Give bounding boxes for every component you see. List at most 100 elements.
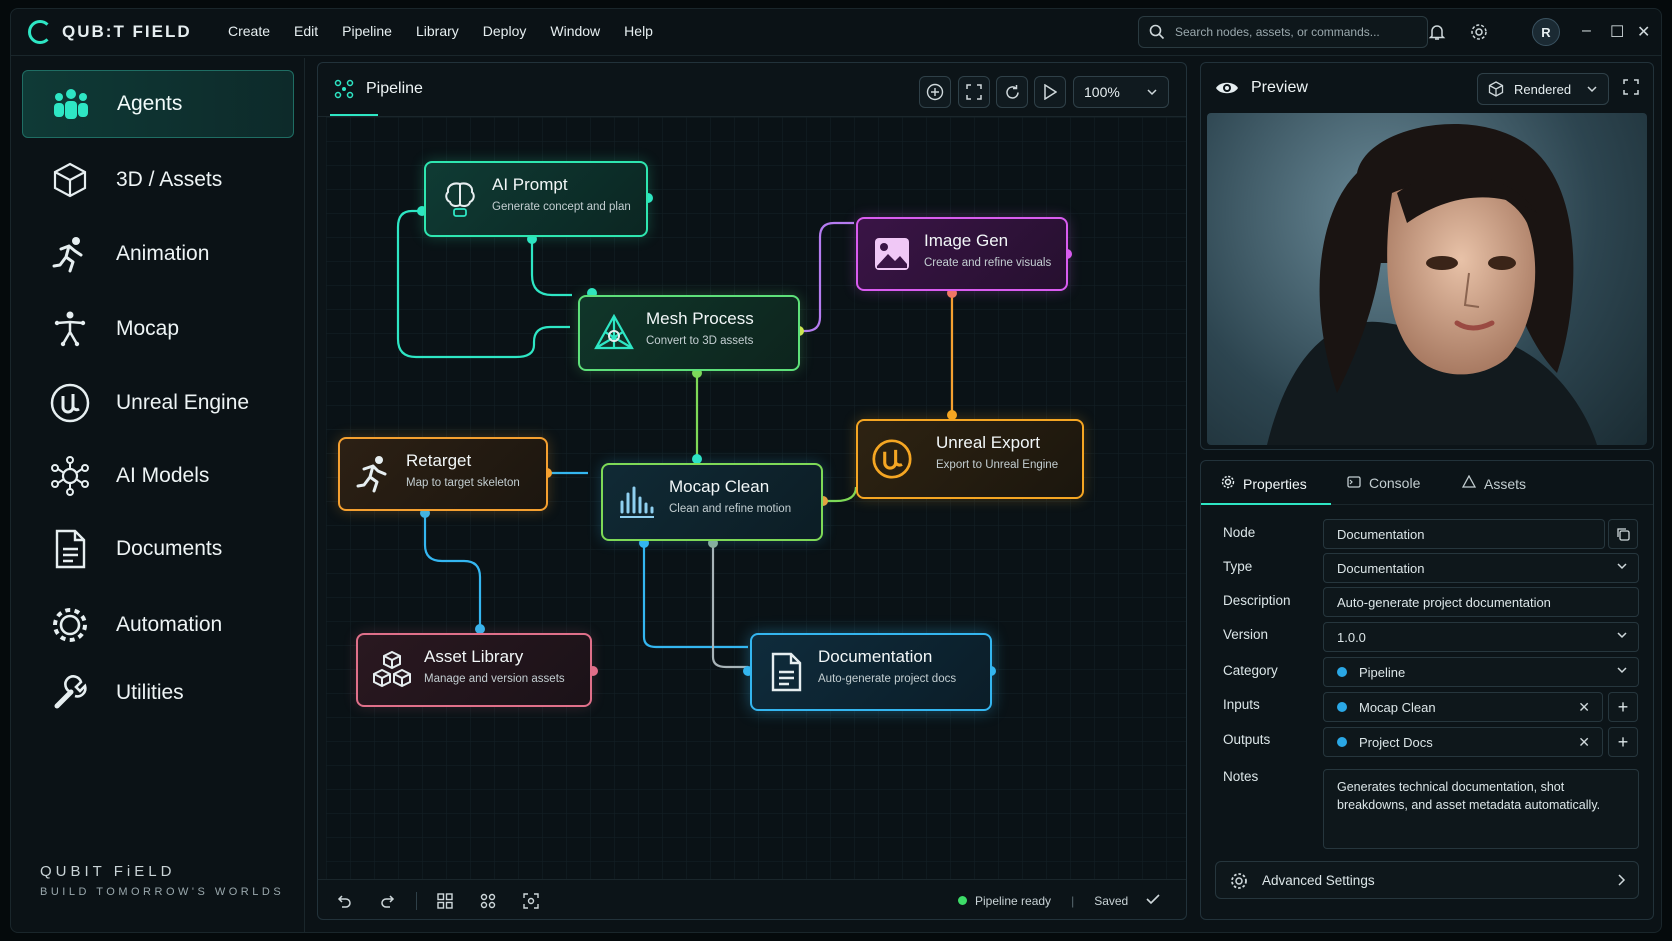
description-value: Auto-generate project documentation [1337, 594, 1551, 610]
stacked-cubes-icon [372, 650, 412, 690]
node-subtitle: Map to target skeleton [406, 477, 520, 489]
tab-assets[interactable]: Assets [1461, 474, 1526, 492]
pipeline-canvas[interactable]: AI Prompt Generate concept and plan Mesh… [326, 117, 1186, 879]
sidebar-item-label: AI Models [116, 464, 210, 487]
maximize-icon[interactable]: ☐ [1610, 24, 1625, 41]
node-title: Retarget [406, 451, 472, 470]
menu-library[interactable]: Library [415, 23, 459, 39]
pipeline-panel: Pipeline 100% [317, 62, 1187, 920]
sidebar-item-animation[interactable]: Animation [22, 220, 294, 288]
cube-icon [1488, 81, 1504, 100]
node-image-gen[interactable]: Image Gen Create and refine visuals [856, 217, 1068, 291]
add-node-button[interactable] [919, 76, 951, 108]
agents-icon [51, 84, 91, 124]
type-label: Type [1223, 559, 1253, 574]
sidebar-item-3d-assets[interactable]: 3D / Assets [22, 146, 294, 214]
sidebar-item-automation[interactable]: Automation [22, 591, 294, 659]
version-select[interactable]: 1.0.0 [1323, 622, 1639, 652]
copy-button[interactable] [1608, 519, 1638, 549]
node-subtitle: Convert to 3D assets [646, 335, 754, 347]
add-output-button[interactable]: + [1608, 727, 1638, 757]
menu-deploy[interactable]: Deploy [482, 23, 527, 39]
auto-arrange-icon[interactable] [478, 891, 498, 911]
sidebar-item-label: Utilities [116, 681, 184, 704]
menu-pipeline[interactable]: Pipeline [342, 23, 392, 39]
close-icon[interactable]: ✕ [1637, 24, 1651, 41]
node-title: Asset Library [424, 647, 524, 666]
fullscreen-icon[interactable] [1623, 79, 1639, 100]
bell-icon[interactable] [1425, 20, 1449, 44]
menu-window[interactable]: Window [550, 23, 601, 39]
advanced-settings-button[interactable]: Advanced Settings [1215, 861, 1639, 899]
sidebar-item-agents[interactable]: Agents [22, 70, 294, 138]
node-mocap-clean[interactable]: Mocap Clean Clean and refine motion [601, 463, 823, 541]
node-asset-library[interactable]: Asset Library Manage and version assets [356, 633, 592, 707]
chevron-down-icon [1616, 560, 1628, 575]
remove-output-icon[interactable]: ✕ [1578, 734, 1590, 750]
cube-icon [50, 160, 90, 200]
render-mode-select[interactable]: Rendered [1477, 73, 1609, 105]
tab-properties[interactable]: Properties [1221, 475, 1307, 492]
sidebar-item-mocap[interactable]: Mocap [22, 295, 294, 363]
refresh-button[interactable] [996, 76, 1028, 108]
output-chip-label: Project Docs [1359, 734, 1433, 750]
add-input-button[interactable]: + [1608, 692, 1638, 722]
node-subtitle: Clean and refine motion [669, 503, 792, 515]
input-chip-label: Mocap Clean [1359, 699, 1436, 715]
remove-input-icon[interactable]: ✕ [1578, 699, 1590, 715]
description-field[interactable]: Auto-generate project documentation [1323, 587, 1639, 617]
settings-gear-icon[interactable] [1467, 20, 1491, 44]
node-name-value: Documentation [1337, 526, 1425, 542]
running-figure-icon [354, 454, 394, 494]
menu-edit[interactable]: Edit [294, 23, 319, 39]
node-label: Node [1223, 525, 1256, 540]
fit-view-button[interactable] [958, 76, 990, 108]
properties-tabs: Properties Console Assets [1201, 461, 1653, 505]
focus-selection-icon[interactable] [521, 891, 541, 911]
node-name-field[interactable]: Documentation [1323, 519, 1605, 549]
zoom-select[interactable]: 100% [1073, 76, 1169, 108]
active-tab-indicator [1201, 503, 1331, 505]
search-input[interactable] [1175, 25, 1415, 39]
node-title: Mesh Process [646, 309, 754, 328]
sidebar-item-label: Animation [116, 242, 210, 265]
node-documentation[interactable]: Documentation Auto-generate project docs [750, 633, 992, 711]
brand-footer: QUBIT FiELD BUILD TOMORROW'S WORLDS [40, 863, 284, 898]
tab-label: Console [1369, 475, 1421, 491]
sidebar-item-unreal-engine[interactable]: Unreal Engine [22, 369, 294, 437]
gear-icon [50, 605, 90, 645]
outputs-field[interactable]: Project Docs ✕ [1323, 727, 1603, 757]
undo-icon[interactable] [334, 891, 354, 911]
redo-icon[interactable] [378, 891, 398, 911]
menu-help[interactable]: Help [624, 23, 653, 39]
category-select[interactable]: Pipeline [1323, 657, 1639, 687]
sidebar-item-documents[interactable]: Documents [22, 515, 294, 583]
node-retarget[interactable]: Retarget Map to target skeleton [338, 437, 548, 511]
minimize-icon[interactable]: – [1582, 22, 1591, 39]
status-separator: | [1071, 893, 1075, 908]
mesh-triangle-icon [594, 313, 634, 353]
notes-textarea[interactable]: Generates technical documentation, shot … [1323, 769, 1639, 849]
outputs-label: Outputs [1223, 732, 1271, 747]
render-mode-value: Rendered [1514, 81, 1572, 97]
grid-layout-icon[interactable] [435, 891, 455, 911]
run-pipeline-button[interactable] [1034, 76, 1066, 108]
sidebar-item-label: Documents [116, 537, 223, 560]
node-title: Mocap Clean [669, 477, 770, 496]
brand-name: QUBIT FiELD [40, 863, 176, 880]
category-color-dot [1337, 667, 1347, 677]
sidebar-item-utilities[interactable]: Utilities [22, 659, 294, 727]
inputs-field[interactable]: Mocap Clean ✕ [1323, 692, 1603, 722]
type-select[interactable]: Documentation [1323, 553, 1639, 583]
pipeline-footer: Pipeline ready | Saved [318, 879, 1186, 919]
node-title: Image Gen [924, 231, 1009, 250]
app-logo[interactable]: QUB:T FIELD [28, 20, 192, 44]
tab-console[interactable]: Console [1347, 475, 1420, 491]
node-mesh-process[interactable]: Mesh Process Convert to 3D assets [578, 295, 800, 371]
user-avatar[interactable]: R [1532, 18, 1560, 46]
chevron-down-icon [1616, 629, 1628, 644]
node-unreal-export[interactable]: Unreal Export Export to Unreal Engine [856, 419, 1084, 499]
node-ai-prompt[interactable]: AI Prompt Generate concept and plan [424, 161, 648, 237]
sidebar-item-ai-models[interactable]: AI Models [22, 442, 294, 510]
menu-create[interactable]: Create [228, 23, 271, 39]
